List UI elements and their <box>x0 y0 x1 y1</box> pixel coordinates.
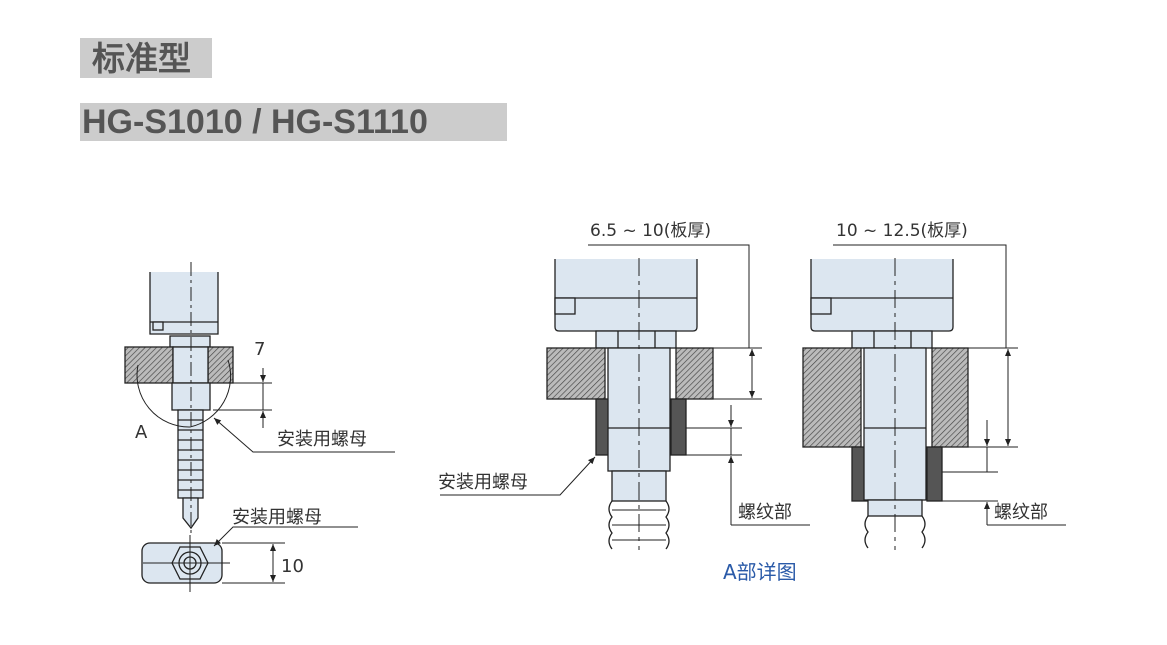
detail-a-caption: A部详图 <box>723 560 797 584</box>
thickness-range-left: 6.5 ~ 10(板厚) <box>590 221 711 241</box>
nut-label-lower: 安装用螺母 <box>232 507 322 528</box>
type-title: 标准型 <box>80 38 212 78</box>
thread-label-right: 螺纹部 <box>994 502 1048 523</box>
dim-7-label: 7 <box>254 339 265 360</box>
detail-a-marker: A <box>135 422 148 443</box>
detail-thick-plate <box>802 244 1066 550</box>
model-title: HG-S1010 / HG-S1110 <box>80 103 507 141</box>
detail-thin-plate <box>440 244 810 550</box>
nut-label-detail: 安装用螺母 <box>438 472 528 493</box>
nut-label-upper: 安装用螺母 <box>277 429 367 450</box>
thread-label-left: 螺纹部 <box>738 502 792 523</box>
thickness-range-right: 10 ~ 12.5(板厚) <box>836 221 968 241</box>
left-assembly <box>124 262 395 592</box>
dim-10-label: 10 <box>281 556 304 577</box>
